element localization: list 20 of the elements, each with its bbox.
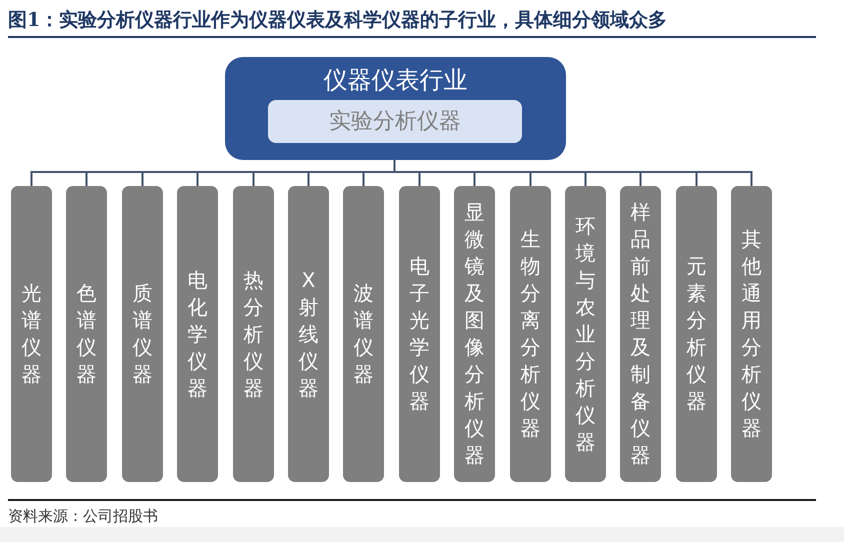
box-heading: 仪器仪表行业 xyxy=(322,65,468,96)
category-bar: 色谱仪器 xyxy=(66,186,107,482)
category-box xyxy=(225,57,566,160)
category-bar: 热分析仪器 xyxy=(233,186,274,482)
connector-line xyxy=(394,160,752,186)
category-bar: 生物分离分析仪器 xyxy=(510,186,551,482)
category-bar: 电化学仪器 xyxy=(177,186,218,482)
category-bar: 显微镜及图像分析仪器 xyxy=(454,186,495,482)
source-note: 资料来源：公司招股书 xyxy=(8,506,158,526)
category-bar: 样品前处理及制备仪器 xyxy=(620,186,661,482)
category-bar: 波谱仪器 xyxy=(343,186,384,482)
category-bar: 环境与农业分析仪器 xyxy=(565,186,606,482)
category-bar: 元素分析仪器 xyxy=(676,186,717,482)
category-bar: 其他通用分析仪器 xyxy=(731,186,772,482)
category-bar: X射线仪器 xyxy=(288,186,329,482)
category-bar: 电子光学仪器 xyxy=(399,186,440,482)
category-bar: 质谱仪器 xyxy=(122,186,163,482)
subcategory-box: 实验分析仪器 xyxy=(268,100,522,143)
category-bar: 光谱仪器 xyxy=(11,186,52,482)
figure-title: 图1：实验分析仪器行业作为仪器仪表及科学仪器的子行业，具体细分领域众多 xyxy=(8,8,668,33)
